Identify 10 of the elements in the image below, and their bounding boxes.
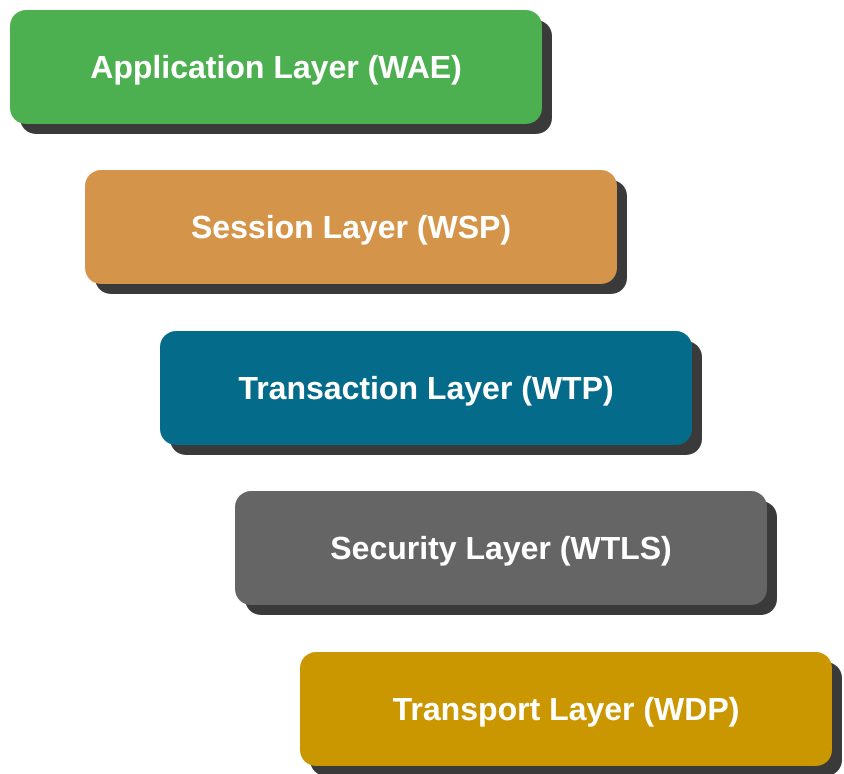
layer-box <box>85 170 617 284</box>
layer-box <box>10 10 542 124</box>
layer-label: Application Layer (WAE) <box>90 48 462 86</box>
layer-label: Security Layer (WTLS) <box>330 530 672 566</box>
layer-label: Session Layer (WSP) <box>190 208 512 246</box>
layer-label: Transaction Layer (WTP) <box>238 370 614 406</box>
layer-box <box>235 491 767 605</box>
layer-box <box>160 331 692 445</box>
layer-box <box>300 652 832 766</box>
layer-label: Transport Layer (WDP) <box>392 690 740 728</box>
